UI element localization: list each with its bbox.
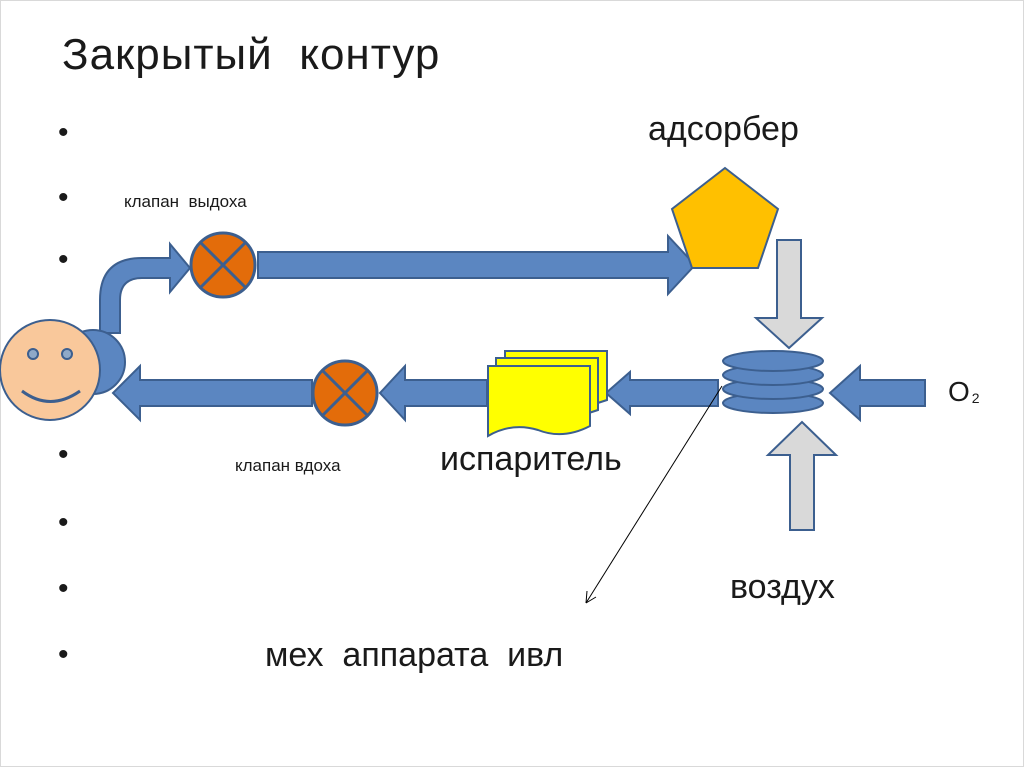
bullet-5: • [58,506,69,539]
evaporator-to-valve-arrow [378,363,488,423]
patient-eye-right [61,348,73,360]
oxygen-label-subscript: 2 [971,390,980,406]
bullet-1: • [58,116,69,149]
ventilator-bellows-icon [722,350,824,414]
bullet-2: • [58,181,69,214]
patient-smile [21,389,81,403]
adsorber-pentagon-icon [670,166,780,269]
exhale-pipe-elbow-arrow [99,241,192,334]
air-inlet-arrow [765,420,839,531]
bellows-pointer-line [585,385,723,604]
adsorber-to-bellows-arrow [753,239,825,350]
patient-eye-left [27,348,39,360]
exhale-valve-label: клапан выдоха [124,192,247,211]
air-label: воздух [730,568,835,606]
bellows-pointer-arrowhead [585,590,597,604]
bullet-4: • [58,438,69,471]
oxygen-label-main: O [948,376,970,407]
exhale-valve-icon [189,231,257,299]
adsorber-label: адсорбер [648,110,799,148]
patient-face-icon [0,319,101,421]
bullet-7: • [58,638,69,671]
slide-title: Закрытый контур [62,30,441,79]
ventilator-bellows-label: мех аппарата ивл [265,636,564,674]
evaporator-label: испаритель [440,440,622,478]
oxygen-inlet-arrow [828,363,926,423]
bullet-6: • [58,572,69,605]
inhale-valve-label: клапан вдоха [235,456,341,475]
bullet-3: • [58,243,69,276]
inhale-valve-icon [311,359,379,427]
evaporator-icon [487,350,608,438]
inhale-pipe-arrow [111,363,313,423]
exhale-pipe-arrow [257,233,697,297]
bellows-to-evaporator-arrow [604,369,719,417]
